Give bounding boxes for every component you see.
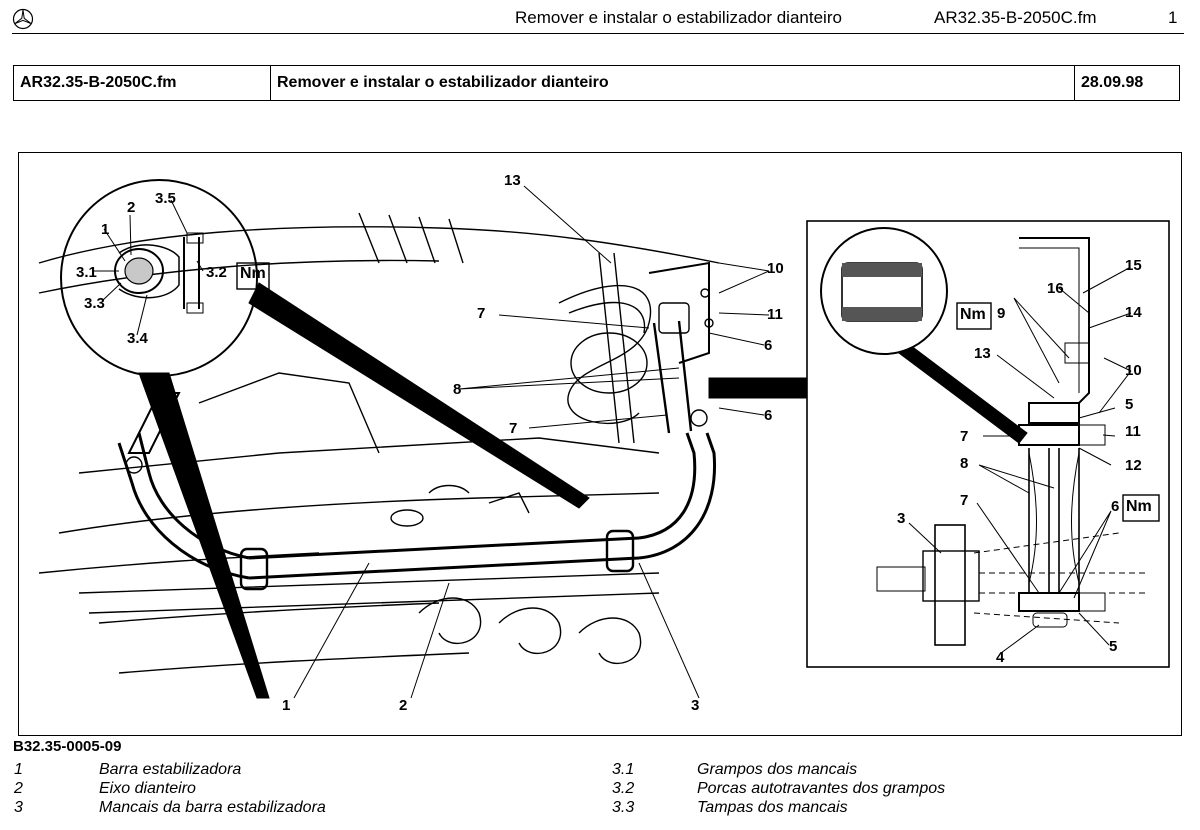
callout-11: 11 [767,306,783,323]
magnifier-callout-2: 2 [127,199,136,216]
legend-item: 2 Eixo dianteiro [14,779,326,798]
magnifier-callout-3-3: 3.3 [84,295,105,312]
figure-panel: 1 2 3 13 7 8 7 10 11 6 6 Nm 1 2 3.5 3.1 … [18,152,1182,736]
legend-item: 3.1 Grampos dos mancais [612,760,945,779]
magnifier-nm-label: Nm [240,265,266,282]
legend-num: 1 [14,761,23,778]
inset-callout-3: 3 [897,510,906,527]
inset-callout-16: 16 [1047,280,1064,297]
legend-num: 3.2 [612,780,635,797]
inset-callout-11: 11 [1125,423,1141,440]
magnifier-callout-3-5: 3.5 [155,190,176,207]
legend-item: 1 Barra estabilizadora [14,760,326,779]
inset-callout-4: 4 [996,649,1005,666]
illustration [38,179,1170,699]
callout-2: 2 [399,697,408,714]
callout-7-upper: 7 [477,305,486,322]
magnifier-callout-3-2: 3.2 [206,264,227,281]
inset-callout-9: 9 [997,305,1006,322]
inset-callout-13: 13 [974,345,991,362]
legend-text: Grampos dos mancais [697,761,858,778]
figure-id: B32.35-0005-09 [13,738,122,755]
legend-num: 3.1 [612,761,635,778]
legend-text: Mancais da barra estabilizadora [99,799,326,816]
info-table: AR32.35-B-2050C.fm Remover e instalar o … [13,65,1180,101]
legend-num: 3 [14,799,23,816]
header-page-number: 1 [1168,8,1178,27]
inset-callout-10: 10 [1125,362,1142,379]
callout-1: 1 [282,697,291,714]
inset-callout-7-bottom: 7 [960,492,969,509]
inset-callout-7-top: 7 [960,428,969,445]
mercedes-star-icon [12,8,34,30]
inset-callout-14: 14 [1125,304,1142,321]
callout-3: 3 [691,697,700,714]
magnifier-callout-1: 1 [101,221,110,238]
magnifier-callout-3-1: 3.1 [76,264,97,281]
info-title: Remover e instalar o estabilizador diant… [271,66,1075,100]
legend-text: Tampas dos mancais [697,799,848,816]
inset-callout-15: 15 [1125,257,1142,274]
callout-13: 13 [504,172,521,189]
callout-6-lower: 6 [764,407,773,424]
magnifier-callout-3-4: 3.4 [127,330,148,347]
legend-text: Porcas autotravantes dos grampos [697,780,946,797]
legend-left: 1 Barra estabilizadora 2 Eixo dianteiro 3 M… [14,760,326,817]
callout-10: 10 [767,260,784,277]
inset-nm-label-top: Nm [960,306,986,323]
legend-item: 3 Mancais da barra estabilizadora [14,798,326,817]
legend-text: Barra estabilizadora [99,761,242,778]
legend-right: 3.1 Grampos dos mancais 3.2 Porcas autotra… [612,760,945,817]
page-header: Remover e instalar o estabilizador diant… [0,0,1200,36]
legend-item: 3.3 Tampas dos mancais [612,798,945,817]
inset-callout-12: 12 [1125,457,1142,474]
header-file: AR32.35-B-2050C.fm [934,8,1097,27]
inset-callout-6: 6 [1111,498,1120,515]
legend-item: 3.2 Porcas autotravantes dos grampos [612,779,945,798]
legend-num: 3.3 [612,799,635,816]
inset-callout-8: 8 [960,455,969,472]
info-file: AR32.35-B-2050C.fm [14,66,271,100]
legend-text: Eixo dianteiro [99,780,196,797]
inset-callout-5-top: 5 [1125,396,1134,413]
info-date: 28.09.98 [1081,74,1144,91]
callout-8: 8 [453,381,462,398]
inset-callout-5-bottom: 5 [1109,638,1118,655]
legend-num: 2 [14,780,23,797]
header-title: Remover e instalar o estabilizador diant… [515,8,842,27]
callout-7-lower: 7 [509,420,518,437]
header-rule [12,33,1184,34]
callout-6-upper: 6 [764,337,773,354]
inset-nm-label-bottom: Nm [1126,498,1152,515]
